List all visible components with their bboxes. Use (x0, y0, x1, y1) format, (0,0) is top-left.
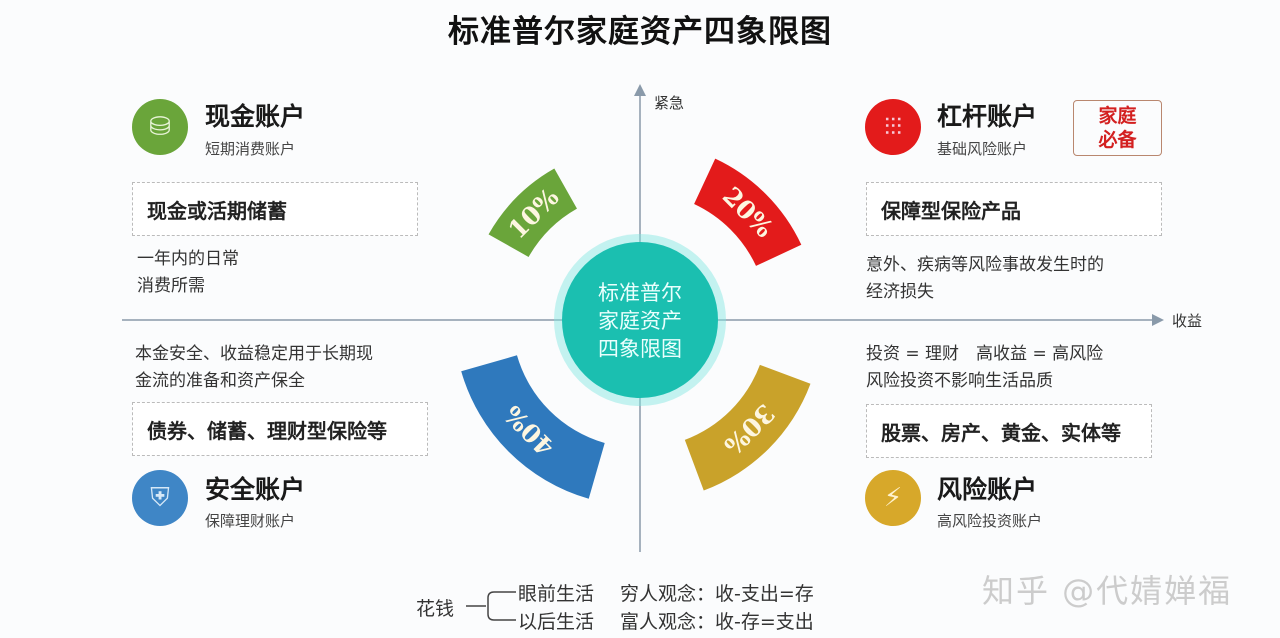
leverage-account-subtitle: 基础风险账户 (937, 140, 1028, 158)
page-title: 标准普尔家庭资产四象限图 (448, 14, 832, 50)
center-line: 标准普尔 (598, 281, 682, 305)
segment-40 (461, 355, 605, 499)
leverage-description: 意外、疾病等风险事故发生时的经济损失 (866, 255, 1104, 302)
center-line: 家庭资产 (598, 309, 682, 333)
segment-10 (488, 168, 577, 257)
safe-account-title: 安全账户 (205, 475, 306, 504)
branch-present: 眼前生活 (518, 583, 595, 605)
risk-products-box: 股票、房产、黄金、实体等 (866, 404, 1152, 458)
segment-20 (694, 158, 802, 266)
safe-account-subtitle: 保障理财账户 (205, 512, 296, 530)
leverage-products-box: 保障型保险产品 (866, 182, 1162, 236)
shield-icon: ⛨ (132, 470, 188, 526)
branch-future: 以后生活 (518, 611, 595, 633)
lightning-shield-icon: ⚡ (865, 470, 921, 526)
watermark: 知乎 @代婧婵福 (982, 572, 1233, 610)
leverage-account-title: 杠杆账户 (937, 102, 1038, 131)
cash-account-title: 现金账户 (205, 102, 306, 131)
risk-account-title: 风险账户 (937, 475, 1038, 504)
center-line: 四象限图 (598, 337, 682, 361)
must-have-badge: 家庭必备 (1073, 100, 1162, 156)
bracket (466, 591, 516, 621)
x-axis-label: 收益 (1172, 312, 1203, 330)
rich-view: 富人观念：收-存=支出 (620, 611, 814, 633)
safe-products-box: 债券、储蓄、理财型保险等 (132, 402, 428, 456)
x-axis-arrow (1152, 314, 1164, 326)
risk-account-subtitle: 高风险投资账户 (937, 512, 1043, 530)
y-axis-label: 紧急 (654, 94, 685, 112)
safe-description: 本金安全、收益稳定用于长期现金流的准备和资产保全 (135, 344, 373, 391)
poor-view: 穷人观念：收-支出=存 (620, 583, 814, 605)
risk-description: 投资 = 理财 高收益 = 高风险风险投资不影响生活品质 (866, 344, 1104, 391)
sliders-icon: ⫶⫶⫶ (865, 99, 921, 155)
center-circle (562, 242, 718, 398)
cash-account-subtitle: 短期消费账户 (205, 140, 296, 158)
spending-label: 花钱 (416, 598, 455, 620)
coins-icon: ⛁ (132, 99, 188, 155)
y-axis-arrow (634, 84, 646, 96)
segment-30 (684, 364, 811, 491)
cash-products-box: 现金或活期储蓄 (132, 182, 418, 236)
cash-description: 一年内的日常消费所需 (137, 249, 239, 296)
